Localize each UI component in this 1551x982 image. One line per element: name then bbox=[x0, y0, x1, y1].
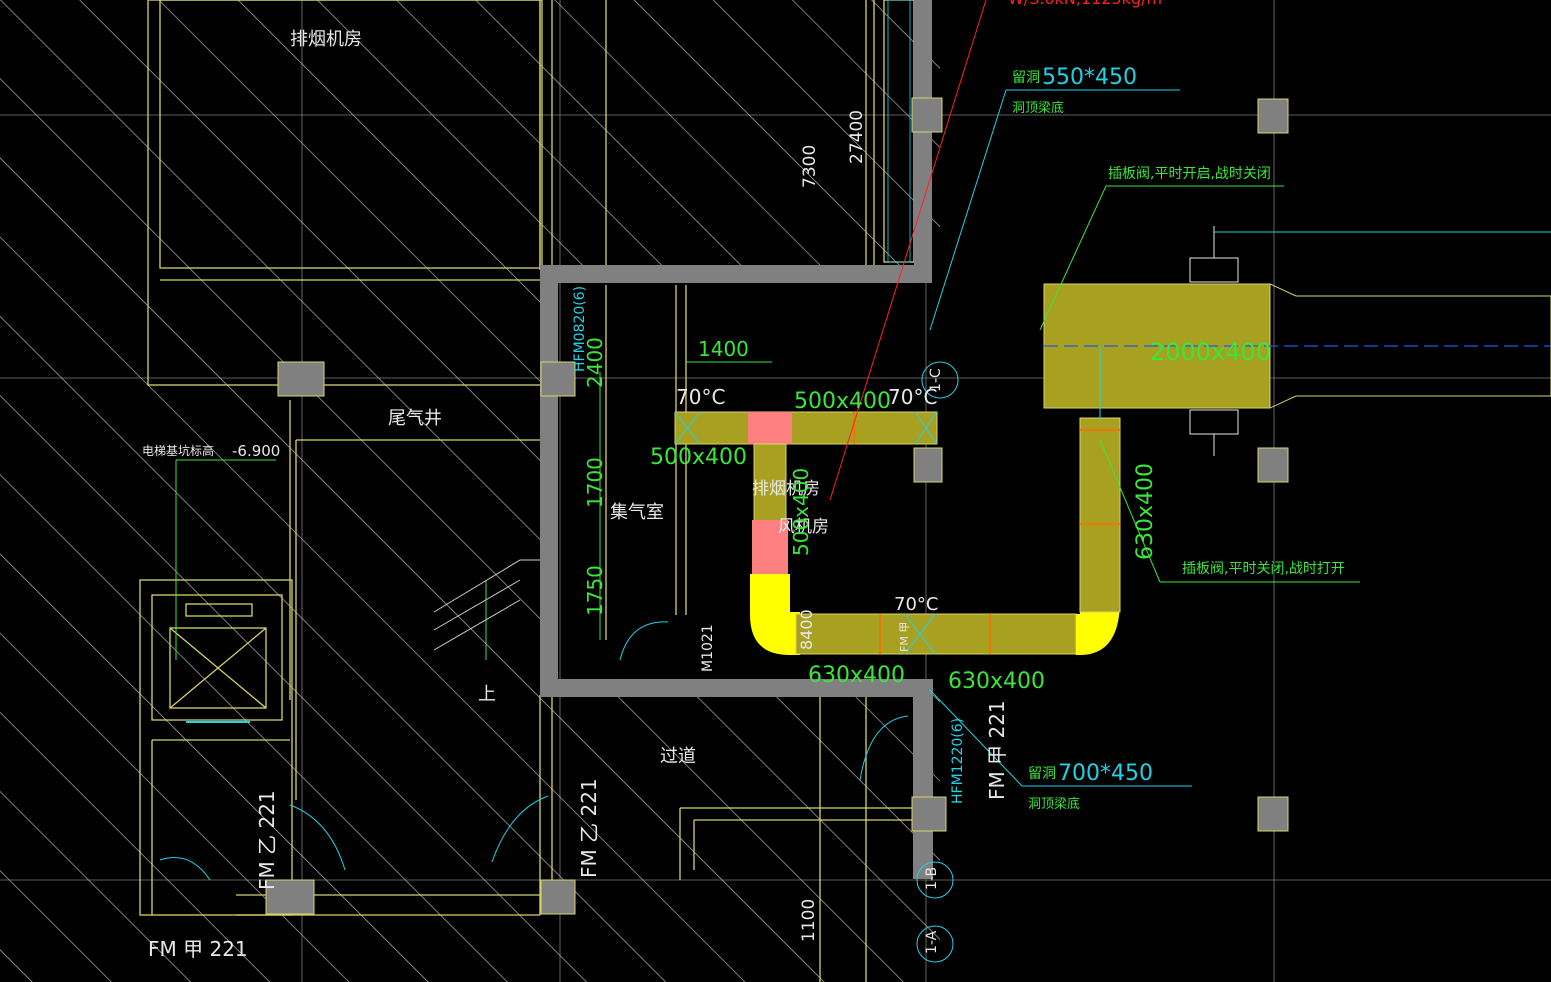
column bbox=[1257, 796, 1289, 832]
dim-1400: 1400 bbox=[698, 337, 749, 361]
fire-damper-temp-1: 70°C bbox=[676, 385, 725, 409]
leader-lines bbox=[159, 89, 1551, 963]
grid-label-1a: 1-A bbox=[924, 930, 940, 954]
dim-2400: 2400 bbox=[583, 337, 607, 388]
opening-1-size: 550*450 bbox=[1042, 65, 1137, 90]
valve-label-bottom: FM 甲 bbox=[898, 622, 911, 652]
room-label-gas-collection: 集气室 bbox=[610, 502, 664, 523]
duct-size-top-right: 500x400 bbox=[794, 389, 891, 414]
hatch-mid-bottom bbox=[540, 695, 940, 982]
slide-dampers bbox=[1189, 226, 1239, 456]
opening-2-sub: 洞顶梁底 bbox=[1028, 796, 1080, 812]
red-leader bbox=[829, 0, 987, 501]
dim-27400: 27400 bbox=[847, 110, 867, 164]
column bbox=[1257, 447, 1289, 483]
damper-note-1: 插板阀,平时开启,战时关闭 bbox=[1108, 166, 1271, 182]
opening-2-tag: 留洞 bbox=[1028, 766, 1056, 782]
columns bbox=[265, 97, 1289, 915]
wall-left bbox=[540, 265, 558, 697]
door-label-m1021: M1021 bbox=[700, 624, 716, 672]
door-label-fm-yi-left: FM 乙 221 bbox=[255, 790, 279, 890]
column bbox=[911, 796, 947, 832]
duct-size-bottom-left: 630x400 bbox=[808, 663, 905, 688]
duct-main-transition bbox=[1269, 283, 1551, 409]
duct-elbow-left bbox=[750, 574, 800, 655]
column bbox=[540, 879, 576, 915]
damper-block-top bbox=[748, 412, 792, 444]
grid-label-1c: 1-C bbox=[928, 368, 944, 392]
duct-vertical-right bbox=[1079, 417, 1121, 613]
stair bbox=[433, 559, 540, 651]
column bbox=[265, 879, 315, 915]
column bbox=[911, 97, 943, 133]
column bbox=[277, 361, 325, 397]
dimension-lines bbox=[175, 185, 1360, 660]
dim-1700: 1700 bbox=[583, 457, 607, 508]
room-label-smoke-exhaust-top: 排烟机房 bbox=[290, 29, 362, 50]
hatch-left bbox=[0, 0, 540, 982]
room-label-exhaust-fan: 排烟机房 bbox=[752, 479, 820, 499]
dim-1100: 1100 bbox=[799, 899, 819, 942]
wall-top bbox=[540, 265, 932, 283]
dim-7300: 7300 bbox=[800, 145, 820, 188]
column bbox=[540, 361, 576, 397]
grid-label-1b: 1-B bbox=[924, 867, 940, 890]
duct-size-top-left: 500x400 bbox=[650, 445, 747, 470]
walls bbox=[540, 0, 933, 879]
wall-bottom bbox=[540, 679, 932, 697]
duct-elbow-right bbox=[1076, 600, 1120, 655]
wall-right-upper bbox=[914, 0, 932, 283]
door-label-hfm0820: HFM0820(6) bbox=[572, 286, 588, 372]
opening-1-sub: 洞顶梁底 bbox=[1012, 100, 1064, 116]
door-label-hfm1220: HFM1220(6) bbox=[950, 718, 966, 804]
column bbox=[913, 447, 943, 483]
column bbox=[1257, 98, 1289, 134]
door-label-fm-yi-mid: FM 乙 221 bbox=[577, 778, 601, 878]
shaft-stripes bbox=[887, 0, 911, 263]
stair-up-label: 上 bbox=[478, 684, 496, 705]
room-label-fan-room: 风机房 bbox=[778, 517, 829, 537]
damper-block-mid bbox=[752, 520, 788, 576]
elevator-pit-elevation: -6.900 bbox=[232, 442, 280, 460]
room-label-corridor: 过道 bbox=[660, 746, 696, 767]
ductwork bbox=[674, 283, 1551, 655]
fire-damper-temp-3: 70°C bbox=[894, 594, 938, 615]
duct-size-main: 2000x400 bbox=[1150, 338, 1271, 366]
hatch-mid-top bbox=[540, 0, 940, 265]
opening-2-size: 700*450 bbox=[1058, 761, 1153, 786]
damper-note-2: 插板阀,平时关闭,战时打开 bbox=[1182, 560, 1345, 577]
door-label-fm-jia-bottom: FM 甲 221 bbox=[148, 937, 248, 961]
dim-8400: 8400 bbox=[797, 609, 816, 650]
opening-1-tag: 留洞 bbox=[1012, 70, 1040, 86]
dim-1750: 1750 bbox=[583, 565, 607, 616]
room-label-tail-gas-shaft: 尾气井 bbox=[388, 408, 442, 429]
duct-top-segment bbox=[674, 411, 938, 445]
duct-bottom bbox=[795, 613, 1077, 655]
duct-size-bottom-right: 630x400 bbox=[948, 669, 1045, 694]
duct-size-vertical-small: 500x400 bbox=[789, 468, 813, 556]
fire-damper-temp-2: 70°C bbox=[888, 385, 937, 409]
duct-size-vertical-right: 630x400 bbox=[1133, 463, 1158, 560]
door-label-fm-jia-right: FM 甲 221 bbox=[985, 700, 1009, 800]
wall-right-lower bbox=[913, 679, 933, 879]
hatch-regions bbox=[0, 0, 940, 982]
elevator-pit-label: 电梯基坑标高 bbox=[142, 443, 214, 458]
top-red-text: W/S.0kN,1125kg/m bbox=[1008, 0, 1162, 8]
